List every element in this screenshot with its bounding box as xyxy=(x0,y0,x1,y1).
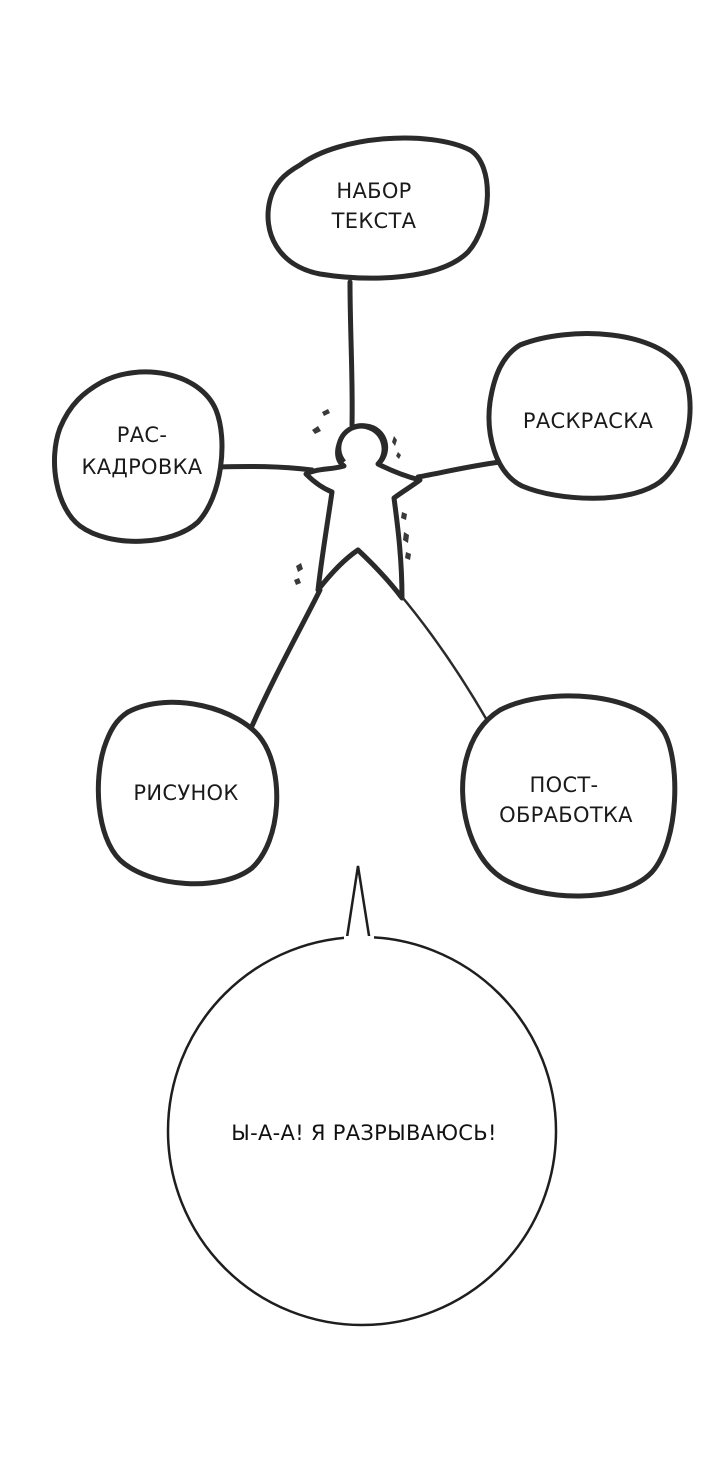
tremble-mark xyxy=(296,563,303,572)
line-to-typesetting xyxy=(350,282,352,425)
speech-bubble: Ы-А-А! Я РАЗРЫВАЮСЬ! xyxy=(168,866,556,1325)
postprocessing-line-1: ПОСТ- xyxy=(530,773,599,797)
coloring-line-1: РАСКРАСКА xyxy=(523,409,654,433)
line-to-storyboard xyxy=(218,466,312,470)
typesetting-line-1: НАБОР xyxy=(336,179,411,203)
stretched-figure xyxy=(306,426,420,598)
tremble-mark xyxy=(405,552,411,560)
bubble-drawing: РИСУНОК xyxy=(98,702,276,883)
bubble-coloring: РАСКРАСКА xyxy=(489,334,690,499)
tremble-mark xyxy=(392,436,397,446)
tremble-mark xyxy=(403,532,409,543)
speech-bubble-tail xyxy=(346,866,370,944)
tremble-mark xyxy=(294,578,301,585)
postprocessing-line-2: ОБРАБОТКА xyxy=(499,803,633,827)
drawing-line-1: РИСУНОК xyxy=(133,781,238,805)
line-to-coloring xyxy=(418,462,500,477)
line-to-postprocessing xyxy=(398,592,488,722)
tremble-mark xyxy=(322,409,330,416)
storyboard-line-2: КАДРОВКА xyxy=(82,455,203,479)
tremble-mark xyxy=(401,512,407,520)
tail-joint-mask xyxy=(344,936,374,946)
line-to-drawing xyxy=(248,590,320,735)
tremble-mark xyxy=(396,452,401,459)
speech-text: Ы-А-А! Я РАЗРЫВАЮСЬ! xyxy=(231,1121,496,1145)
storyboard-line-1: РАС- xyxy=(117,423,167,447)
bubble-typesetting: НАБОР ТЕКСТА xyxy=(268,138,487,278)
bubble-storyboard: РАС- КАДРОВКА xyxy=(54,372,222,541)
bubble-postprocessing: ПОСТ- ОБРАБОТКА xyxy=(463,696,675,896)
typesetting-line-2: ТЕКСТА xyxy=(331,209,417,233)
tremble-mark xyxy=(312,426,321,434)
